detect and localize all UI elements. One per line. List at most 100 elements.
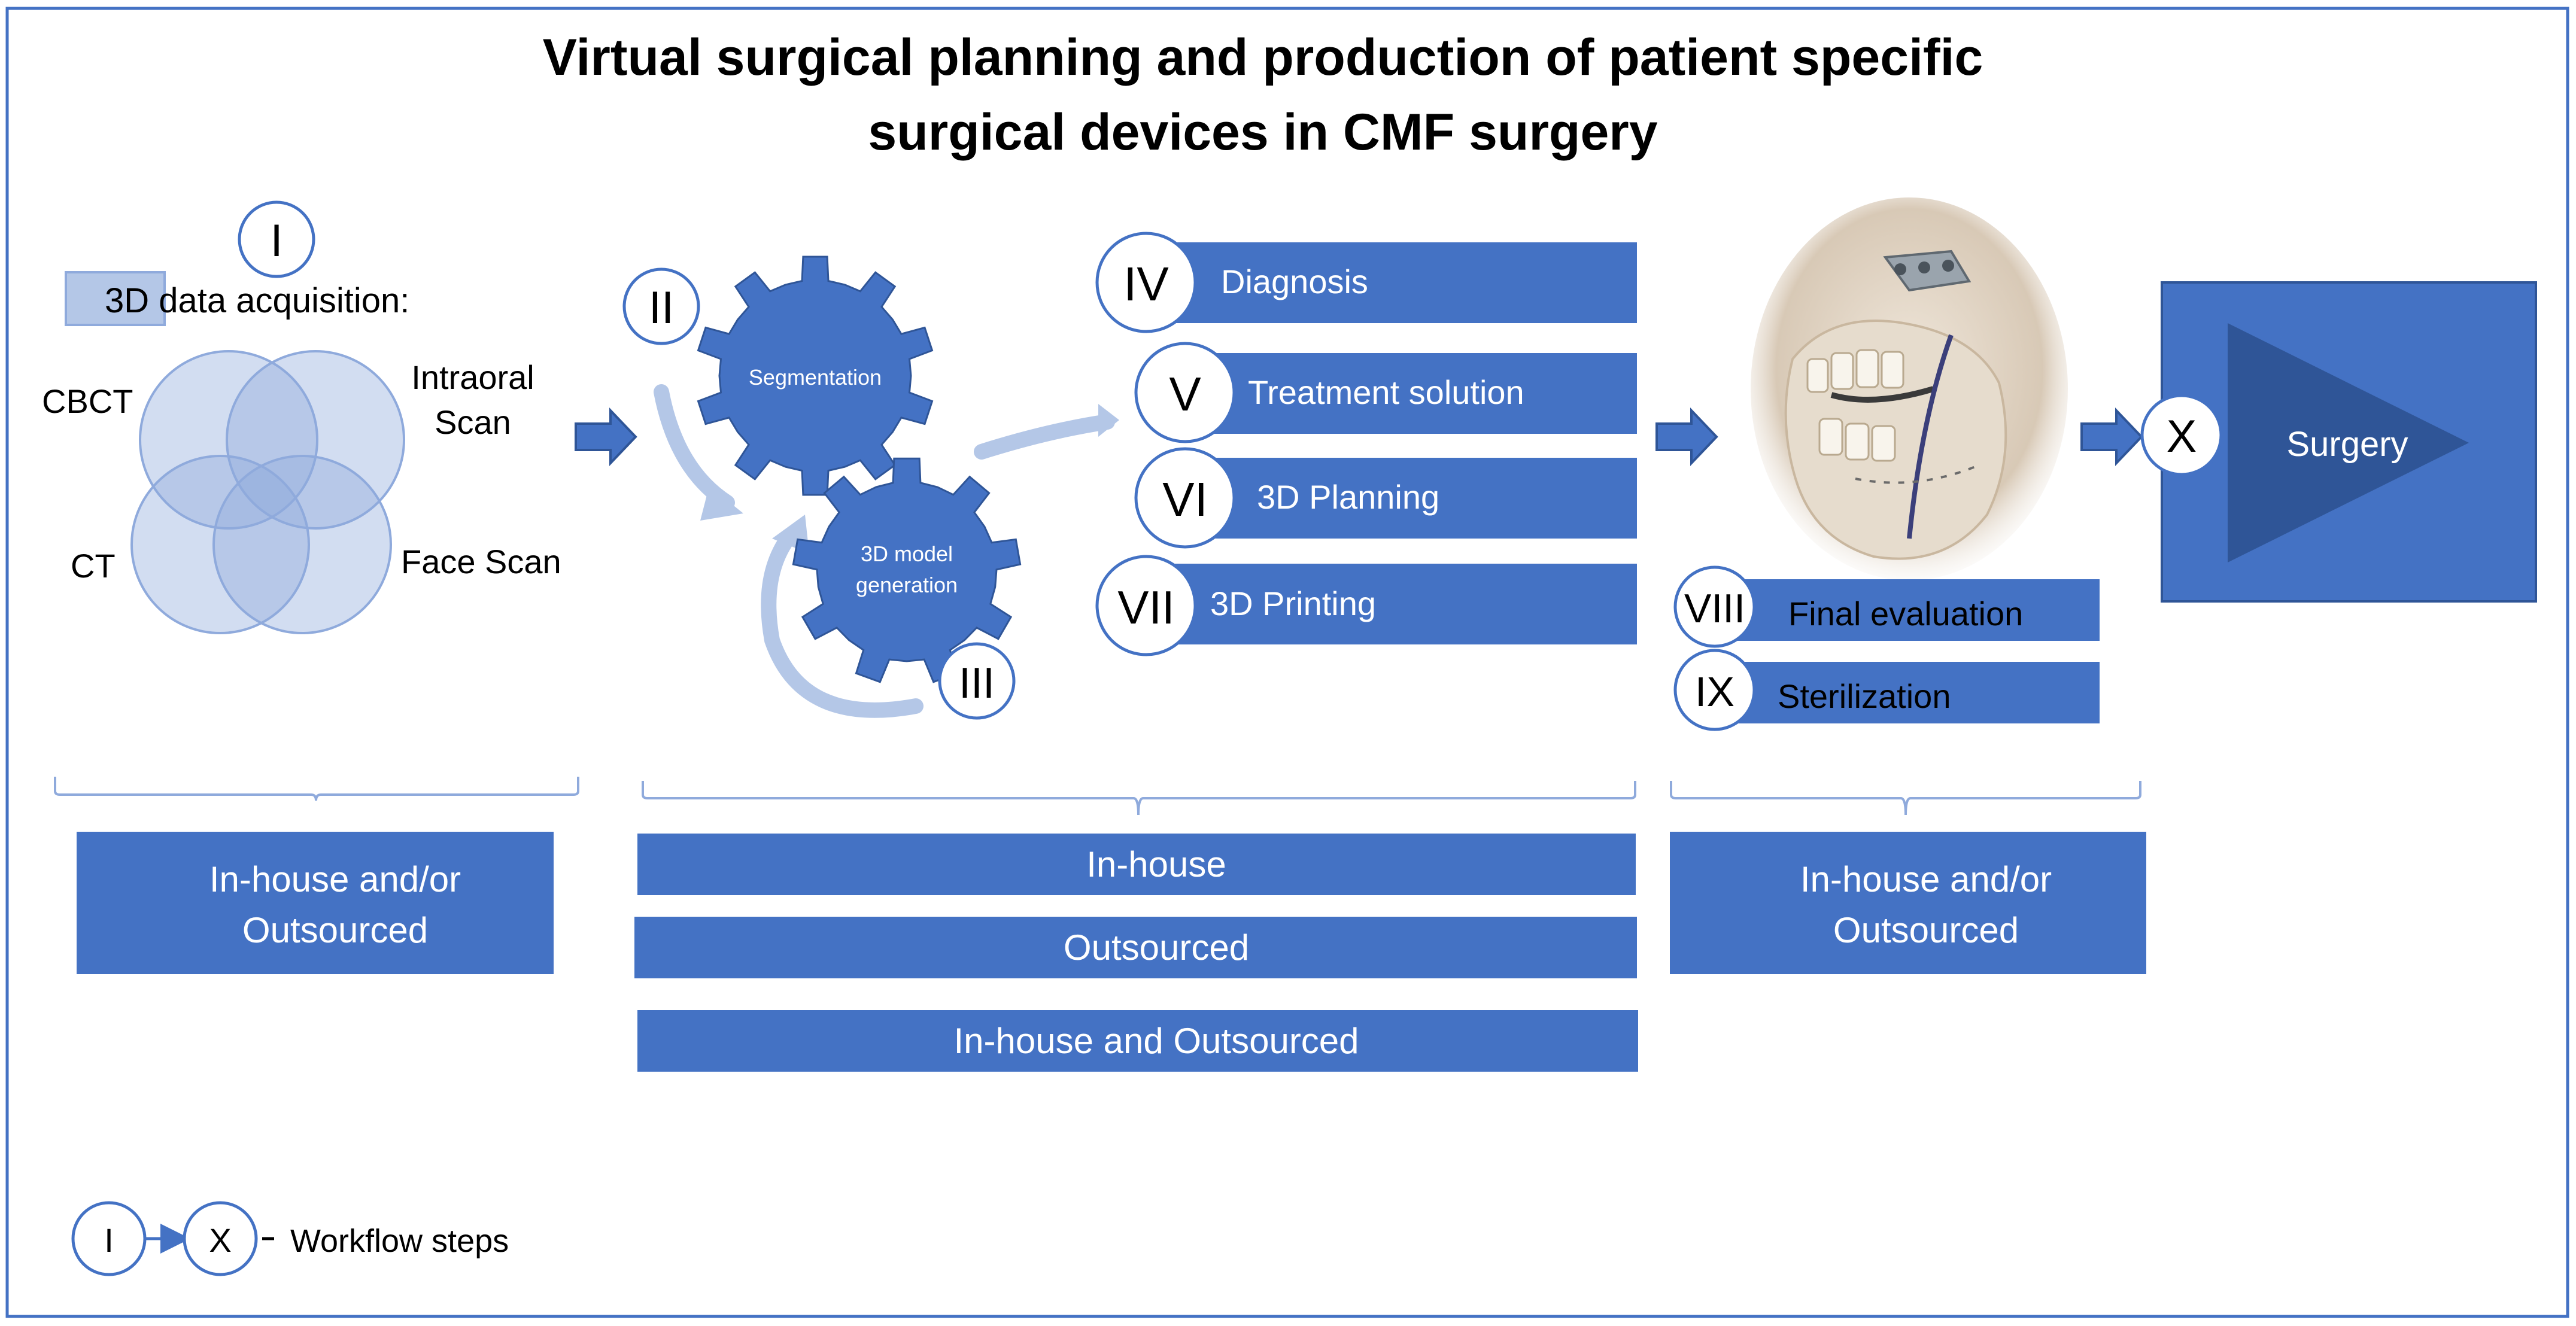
step-5-label: Treatment solution: [1248, 373, 1524, 411]
step-8-bar: [1724, 579, 2100, 641]
gear-segmentation-icon: [697, 256, 934, 496]
step-1-badge: [238, 200, 315, 278]
step-4-badge: [1095, 232, 1197, 333]
title-line-2: surgical devices in CMF surgery: [868, 104, 1657, 161]
sourcing-middle: In-house Outsourced In-house and Outsour…: [634, 834, 1638, 1072]
step-1-numeral: I: [270, 215, 282, 266]
step-6-label: 3D Planning: [1257, 478, 1439, 516]
venn-label-intraoral-1: Intraoral: [411, 358, 534, 396]
gears-group: Segmentation 3D model generation II III: [622, 256, 1119, 720]
model-generation-label-1: 3D model: [861, 542, 953, 566]
sourcing-both-label: In-house and Outsourced: [953, 1021, 1359, 1061]
outer-frame: [5, 7, 2569, 1318]
step-6-row: VI 3D Planning: [1134, 447, 1637, 549]
segmentation-label: Segmentation: [749, 365, 882, 390]
sourcing-left-box: [77, 832, 554, 974]
step-10-surgery: Surgery X: [2140, 281, 2537, 603]
brace-middle: [642, 781, 1636, 816]
flow-arrowhead-icon: [700, 486, 743, 521]
step-5-row: V Treatment solution: [1134, 342, 1637, 443]
flow-arrowhead-icon: [1098, 404, 1119, 437]
step-5-badge: [1134, 342, 1236, 443]
step-9-badge: [1673, 649, 1756, 731]
step-8-row: VIII Final evaluation: [1673, 565, 2100, 648]
step-2-badge: [622, 267, 700, 345]
flow-curve-planning: [974, 414, 1115, 460]
step-6-numeral: VI: [1162, 473, 1208, 526]
sourcing-left: In-house and/or Outsourced: [77, 832, 554, 974]
title-line-1: Virtual surgical planning and production…: [543, 29, 1983, 86]
step-6-bar: [1182, 458, 1637, 539]
step-7-row: VII 3D Printing: [1095, 555, 1637, 656]
play-triangle-icon: [2228, 323, 2469, 562]
sourcing-left-line-1: In-house and/or: [209, 859, 461, 899]
step-7-label: 3D Printing: [1210, 585, 1376, 622]
sourcing-right-line-1: In-house and/or: [1800, 859, 2052, 899]
brace-left: [54, 777, 579, 801]
cutting-line: [1907, 334, 1954, 539]
sourcing-left-line-2: Outsourced: [242, 910, 428, 950]
venn-label-ct: CT: [71, 547, 116, 585]
venn-diagram: [130, 350, 405, 634]
venn-circle-intraoral: [226, 350, 405, 530]
sourcing-right-line-2: Outsourced: [1833, 910, 2019, 950]
legend-end-numeral: X: [209, 1221, 231, 1259]
sourcing-right-box: [1670, 832, 2146, 974]
arrow-right-icon: [575, 407, 637, 466]
surgery-label: Surgery: [2286, 425, 2408, 464]
arrow-right-icon: [1655, 407, 1718, 466]
step-7-bar: [1149, 564, 1637, 644]
sourcing-both-box: [637, 1010, 1638, 1072]
brace-right: [1670, 781, 2141, 816]
step-1-data-acquisition: I 3D data acquisition: CBCT Intraoral Sc…: [42, 200, 561, 634]
data-acquisition-label: 3D data acquisition:: [105, 281, 409, 320]
venn-label-face-scan: Face Scan: [401, 543, 561, 580]
venn-label-cbct: CBCT: [42, 382, 133, 420]
model-generation-label-2: generation: [856, 573, 958, 597]
sourcing-outsourced-box: [634, 917, 1637, 978]
sourcing-outsourced-label: Outsourced: [1064, 927, 1249, 968]
step-3-badge: [938, 642, 1016, 720]
step-4-label: Diagnosis: [1221, 263, 1368, 300]
arrow-right-icon: [2080, 407, 2143, 466]
step-2-numeral: II: [649, 282, 674, 333]
step-10-numeral: X: [2167, 411, 2197, 462]
step-8-numeral: VIII: [1684, 586, 1745, 631]
step-7-badge: [1095, 555, 1197, 656]
sourcing-inhouse-box: [637, 834, 1636, 895]
final-steps: VIII Final evaluation IX Sterilization: [1673, 565, 2100, 731]
planning-steps: IV Diagnosis V Treatment solution VI 3D …: [1095, 232, 1637, 656]
step-6-badge: [1134, 447, 1236, 549]
legend-end-badge: [183, 1201, 258, 1276]
step-5-numeral: V: [1169, 367, 1201, 421]
step-8-badge: [1673, 565, 1756, 648]
sourcing-right: In-house and/or Outsourced: [1670, 832, 2146, 974]
occlusion-gap: [1830, 386, 1934, 403]
step-9-label: Sterilization: [1778, 677, 1951, 715]
venn-label-intraoral-2: Scan: [435, 403, 511, 441]
screw-holes: [1855, 466, 1976, 484]
venn-circle-face-scan: [212, 455, 392, 634]
teeth-row: [1806, 349, 1904, 462]
venn-circle-ct: [130, 455, 310, 634]
step-10-badge: [2140, 394, 2223, 476]
step-5-bar: [1182, 353, 1637, 434]
data-acquisition-label-box: [65, 271, 166, 326]
step-9-numeral: IX: [1695, 668, 1734, 715]
sourcing-inhouse-label: In-house: [1086, 844, 1226, 884]
step-4-bar: [1149, 242, 1637, 323]
legend-start-numeral: I: [104, 1221, 114, 1259]
step-4-numeral: IV: [1123, 257, 1169, 311]
legend-text: Workflow steps: [290, 1223, 509, 1259]
step-9-row: IX Sterilization: [1673, 649, 2100, 731]
step-8-label: Final evaluation: [1788, 595, 2023, 632]
step-7-numeral: VII: [1117, 581, 1174, 634]
venn-circle-cbct: [139, 350, 318, 530]
step-9-bar: [1724, 662, 2100, 723]
step-3-numeral: III: [959, 659, 995, 707]
flow-curve-model: [761, 528, 924, 718]
legend: I X Workflow steps: [71, 1201, 509, 1276]
surgical-guide-photo: [1751, 197, 2068, 580]
step-4-row: IV Diagnosis: [1095, 232, 1637, 333]
